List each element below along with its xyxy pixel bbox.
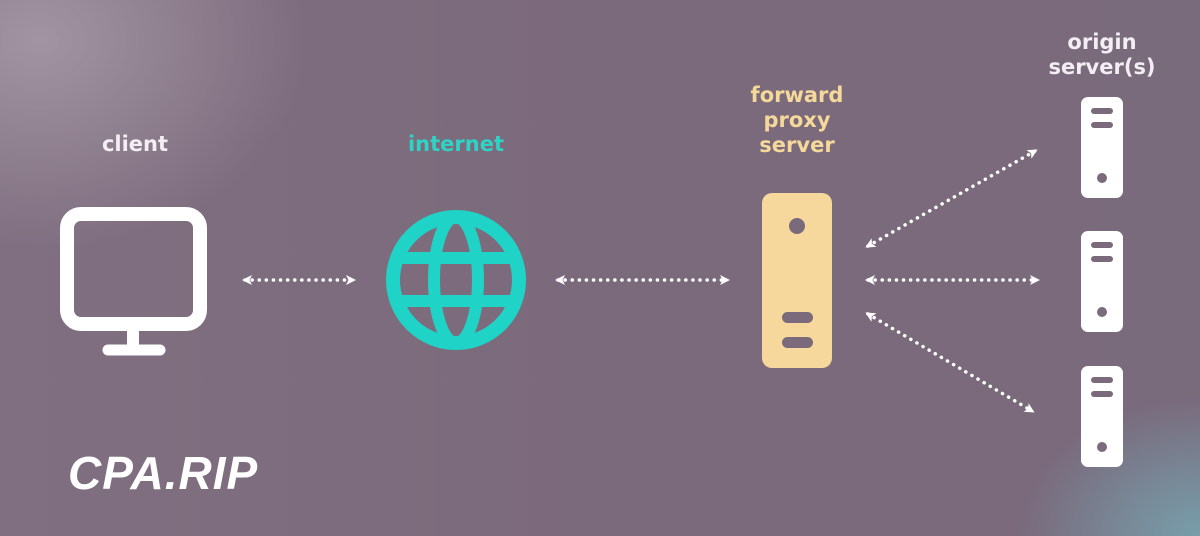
origin-label-line: origin <box>1067 30 1137 54</box>
arrow-proxy-origin-1 <box>865 149 1038 248</box>
origin-server-icon <box>1081 97 1123 198</box>
origin-server-icon <box>1081 231 1123 332</box>
proxy-label: forward proxy server <box>751 83 844 158</box>
proxy-label-line: server <box>759 133 835 157</box>
proxy-label-line: forward <box>750 83 844 107</box>
arrow-proxy-origin-3 <box>865 312 1035 413</box>
origin-server-icon <box>1081 366 1123 467</box>
monitor-icon <box>60 207 207 356</box>
origin-label: origin server(s) <box>1048 30 1155 80</box>
proxy-server-icon <box>762 193 832 368</box>
client-label: client <box>101 132 169 156</box>
origin-label-line: server(s) <box>1048 55 1156 79</box>
globe-icon <box>386 210 526 350</box>
brand-logo: CPA.RIP <box>68 447 259 499</box>
proxy-label-line: proxy <box>763 108 831 132</box>
internet-label: internet <box>407 132 505 156</box>
